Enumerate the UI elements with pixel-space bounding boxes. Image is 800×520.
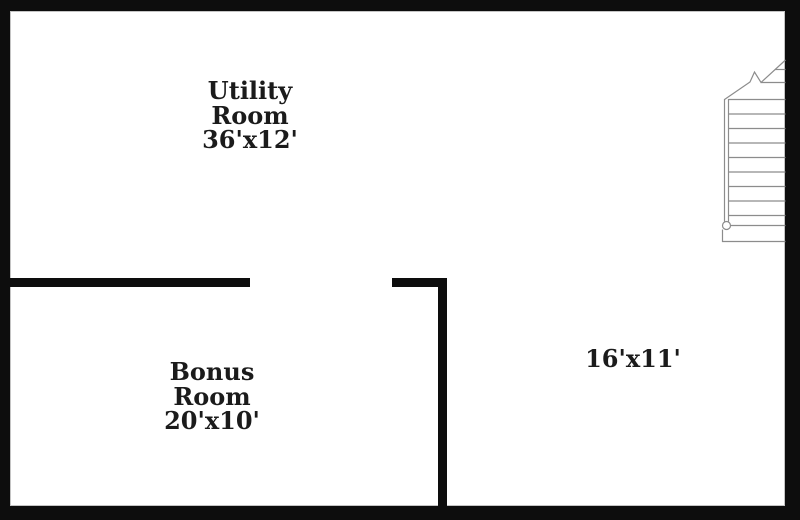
- room-dimensions: 36'x12': [202, 125, 298, 154]
- exterior-wall-right: [785, 0, 800, 520]
- staircase-icon: [721, 59, 786, 243]
- utility-room-label: Utility Room 36'x12': [150, 76, 350, 154]
- interior-wall-right-room-top: [392, 278, 447, 287]
- room-dimensions: 20'x10': [164, 406, 260, 435]
- exterior-wall-bottom: [0, 506, 800, 520]
- room-name-line: Utility: [207, 76, 293, 105]
- right-room-dimensions-label: 16'x11': [553, 344, 713, 373]
- interior-wall-bonus-room-top: [10, 278, 250, 287]
- stair-treads: [728, 68, 786, 227]
- room-name-line: Bonus: [169, 357, 255, 386]
- room-dimensions: 16'x11': [585, 344, 681, 373]
- exterior-wall-left: [0, 0, 10, 520]
- interior-wall-vertical: [438, 278, 447, 506]
- room-name-line: Room: [173, 381, 251, 411]
- bonus-room-label: Bonus Room 20'x10': [112, 357, 312, 435]
- exterior-wall-top: [0, 0, 800, 11]
- stair-bottom-outline: [721, 229, 786, 243]
- room-name-line: Room: [211, 100, 289, 130]
- newel-post-icon: [721, 220, 732, 231]
- stair-break-line: [724, 59, 786, 100]
- stair-stringer: [723, 99, 730, 222]
